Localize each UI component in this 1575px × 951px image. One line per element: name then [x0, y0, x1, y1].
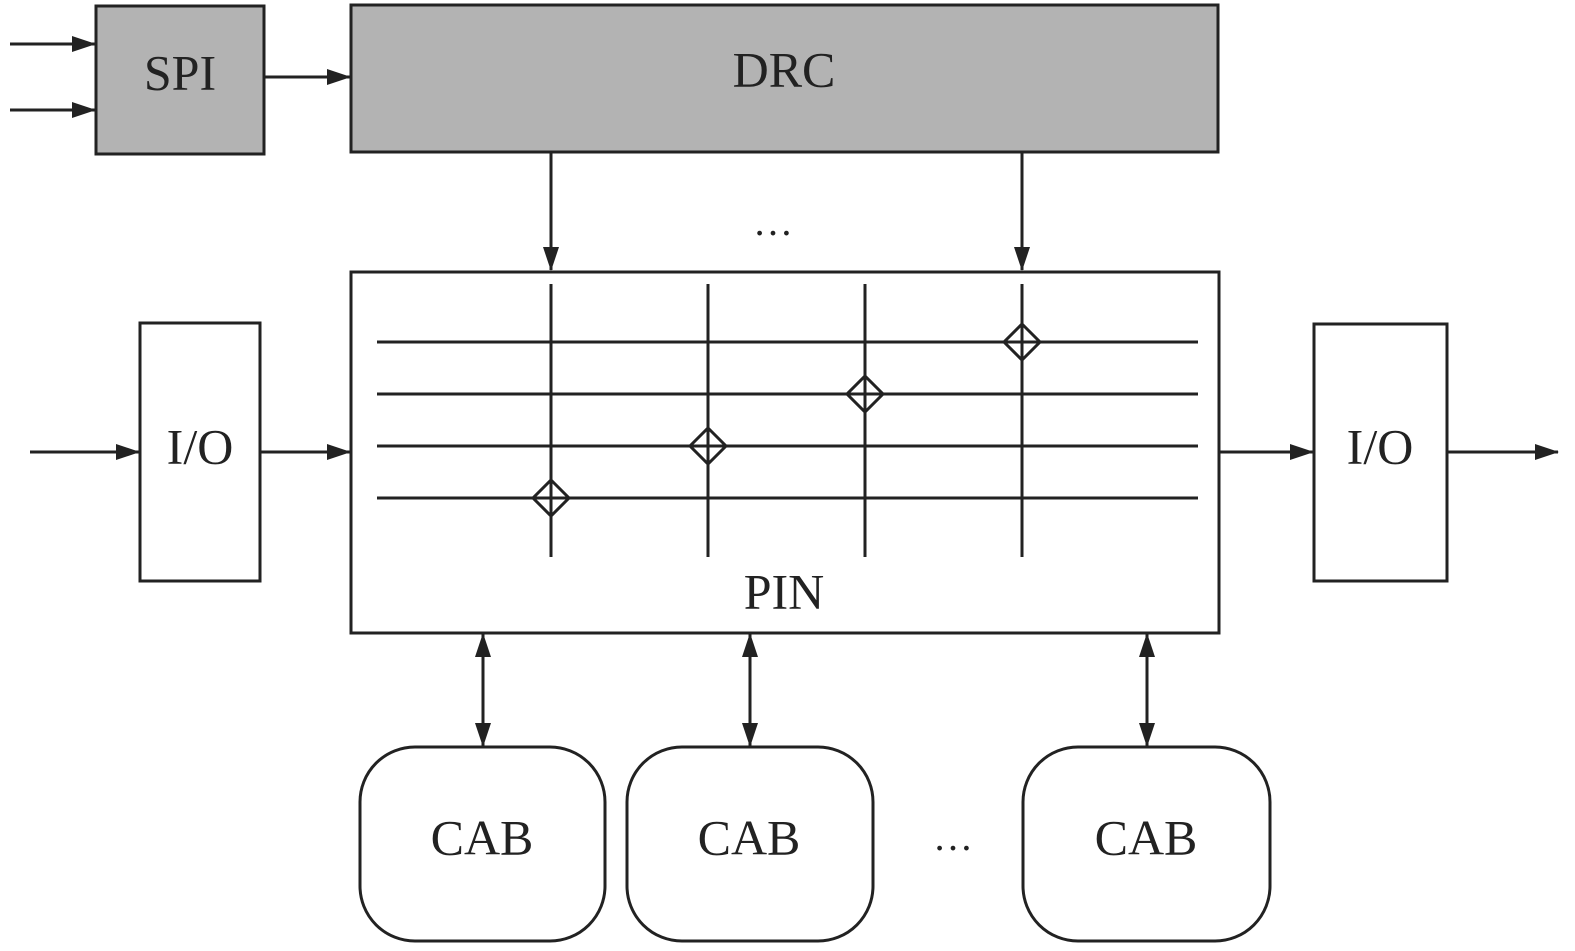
spi-label: SPI: [144, 44, 216, 100]
io-right-block: I/O: [1312, 322, 1449, 583]
cab-3-label: CAB: [1095, 809, 1198, 865]
io-right-label: I/O: [1347, 418, 1414, 474]
cab-2-label: CAB: [698, 809, 801, 865]
cab-block-1: CAB: [358, 745, 607, 943]
drc-ellipsis: …: [753, 199, 793, 244]
cab-1-label: CAB: [431, 809, 534, 865]
switch-point-2-icon: [687, 425, 729, 467]
switch-point-1-icon: [530, 477, 572, 519]
switch-point-4-icon: [1001, 321, 1043, 363]
switch-point-3-icon: [844, 373, 886, 415]
pin-block: PIN: [349, 270, 1221, 635]
io-left-label: I/O: [167, 418, 234, 474]
drc-label: DRC: [733, 41, 836, 97]
io-left-block: I/O: [138, 321, 262, 583]
pin-label: PIN: [744, 563, 825, 619]
drc-block: DRC: [349, 3, 1220, 154]
spi-block: SPI: [94, 4, 266, 156]
cab-ellipsis: …: [933, 814, 973, 859]
cab-block-3: CAB: [1021, 745, 1272, 943]
cab-block-2: CAB: [625, 745, 875, 943]
